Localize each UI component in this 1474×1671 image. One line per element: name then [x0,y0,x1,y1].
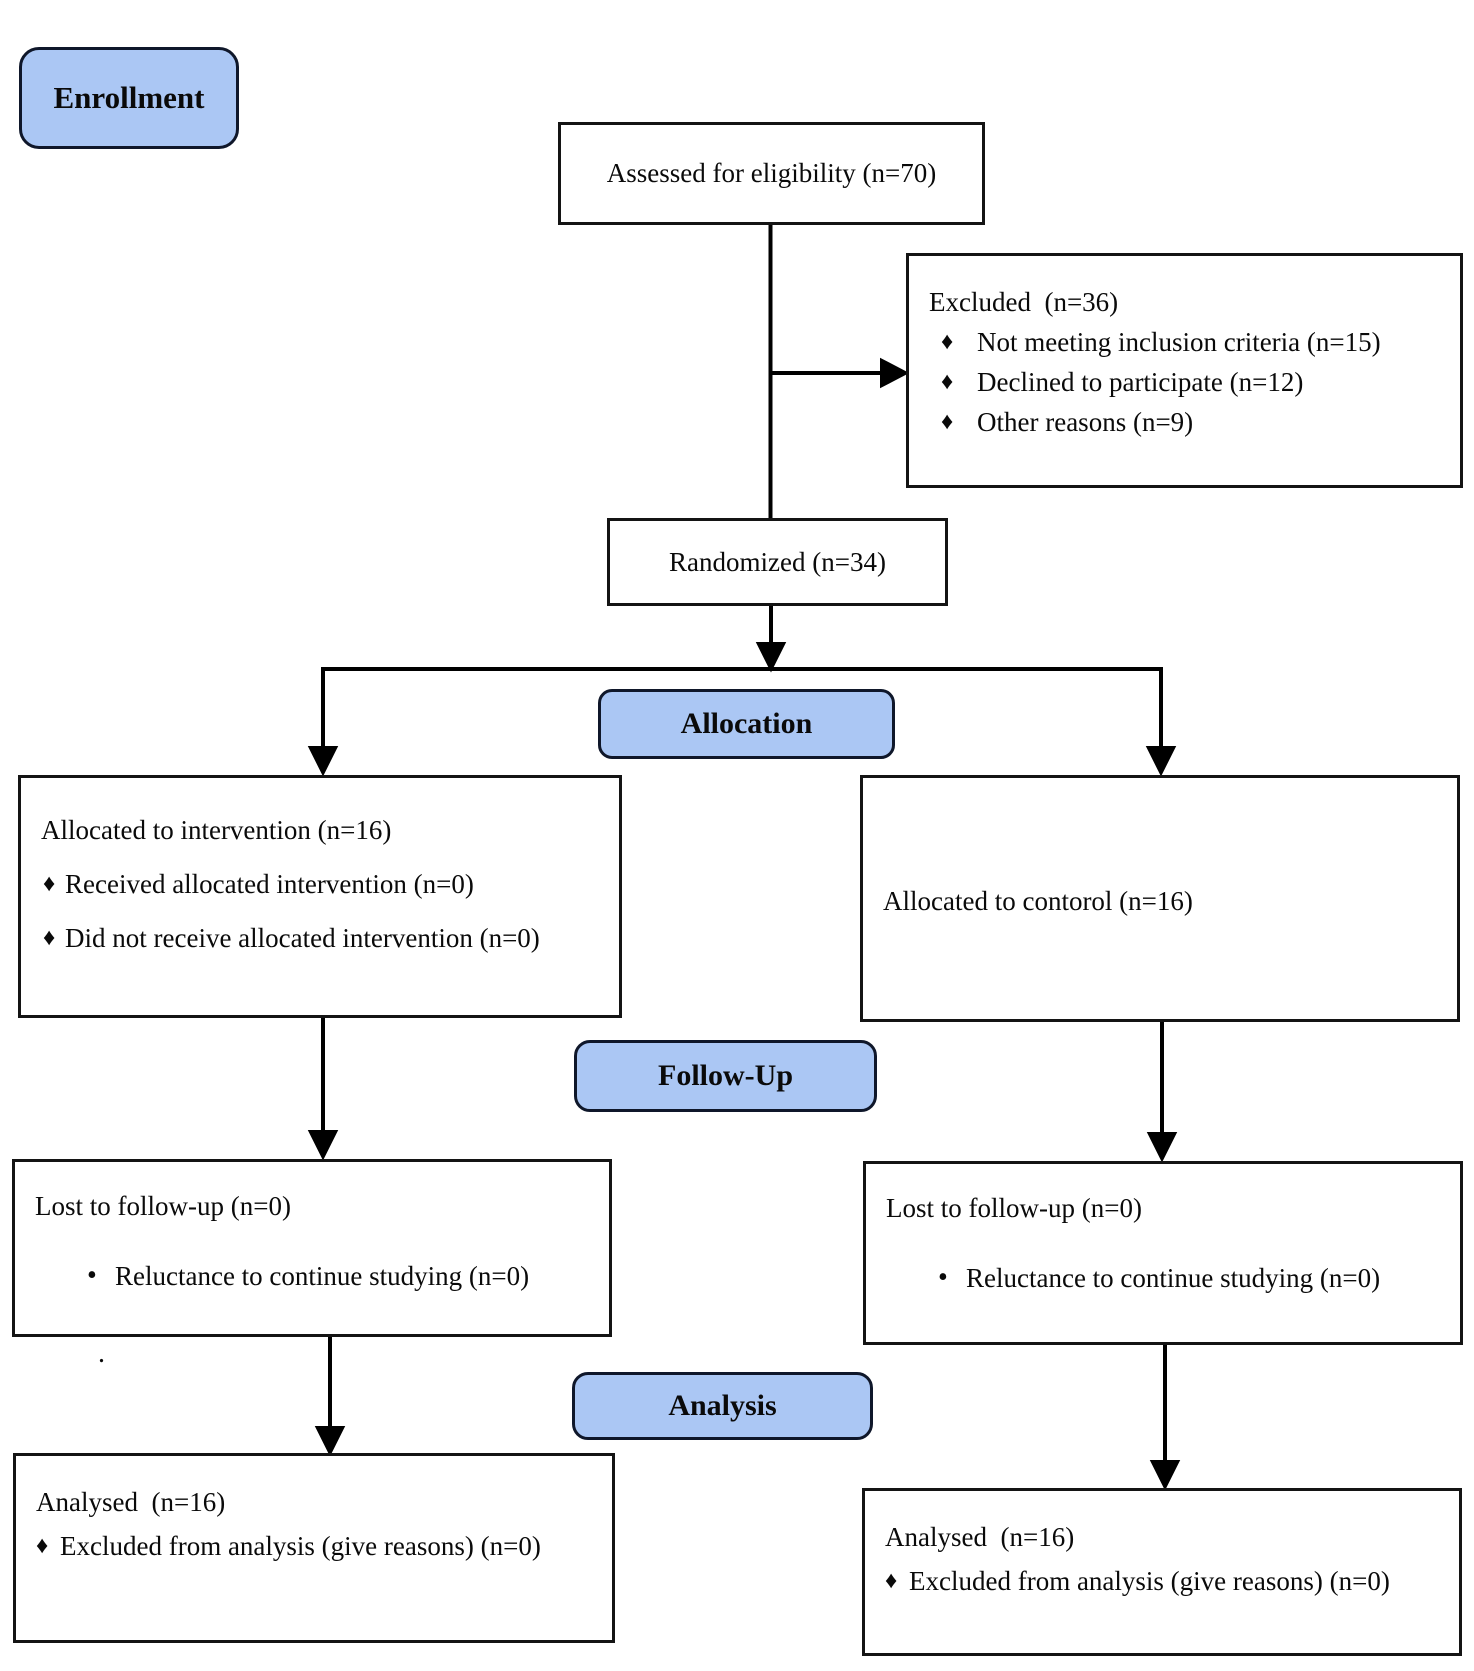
bullet-item: ♦ Excluded from analysis (give reasons) … [36,1526,594,1566]
bullet-item-text: Reluctance to continue studying (n=0) [115,1261,530,1291]
arrowhead-followup-right [1146,1132,1178,1163]
box-allocated-intervention: Allocated to intervention (n=16) ♦ Recei… [18,775,622,1018]
bullet-item-text: Reluctance to continue studying (n=0) [966,1263,1381,1293]
box-analysed-right: Analysed (n=16) ♦ Excluded from analysis… [862,1488,1462,1656]
stage-label-text: Follow-Up [658,1059,793,1092]
bullet-item-text: Did not receive allocated intervention (… [65,923,540,953]
stage-label-text: Allocation [680,707,813,740]
box-lost-followup-left: Lost to follow-up (n=0) • Reluctance to … [12,1159,612,1337]
bullet-item-text: Excluded from analysis (give reasons) (n… [909,1566,1390,1596]
diamond-bullet-icon: ♦ [941,369,954,395]
diamond-bullet-icon: ♦ [941,329,954,355]
arrowhead-followup-left [307,1130,339,1161]
box-assessed-eligibility: Assessed for eligibility (n=70) [558,122,985,225]
bullet-item: ♦ Declined to participate (n=12) [941,362,1442,402]
arrowhead-alloc-right [1145,746,1177,777]
diamond-bullet-icon: ♦ [43,871,56,897]
bullet-item: ♦ Excluded from analysis (give reasons) … [885,1561,1441,1601]
diamond-bullet-icon: ♦ [43,925,56,951]
box-title: Assessed for eligibility (n=70) [606,158,937,188]
stage-label-enrollment: Enrollment [19,47,239,149]
round-bullet-icon: • [87,1260,97,1291]
stray-dot-artifact: . [98,1338,105,1369]
box-randomized: Randomized (n=34) [607,518,948,606]
box-title: Lost to follow-up (n=0) [35,1191,291,1221]
arrowhead-excluded [880,357,910,389]
bullet-item-text: Not meeting inclusion criteria (n=15) [977,327,1381,357]
bullet-item-text: Declined to participate (n=12) [977,367,1304,397]
box-title: Lost to follow-up (n=0) [886,1193,1142,1223]
round-bullet-icon: • [938,1262,948,1293]
bullet-item: • Reluctance to continue studying (n=0) [87,1256,591,1296]
bullet-item: ♦ Not meeting inclusion criteria (n=15) [941,322,1442,362]
box-lost-followup-right: Lost to follow-up (n=0) • Reluctance to … [863,1161,1463,1345]
bullet-item-text: Received allocated intervention (n=0) [65,869,474,899]
stage-label-analysis: Analysis [572,1372,873,1440]
bullet-item: ♦ Other reasons (n=9) [941,402,1442,442]
diamond-bullet-icon: ♦ [885,1568,898,1594]
bullet-item: • Reluctance to continue studying (n=0) [938,1258,1442,1298]
bullet-item-text: Excluded from analysis (give reasons) (n… [60,1531,541,1561]
box-title: Excluded (n=36) [929,287,1119,317]
box-analysed-left: Analysed (n=16) ♦ Excluded from analysis… [13,1453,615,1643]
stage-label-allocation: Allocation [598,689,895,759]
box-excluded: Excluded (n=36) ♦ Not meeting inclusion … [906,253,1463,488]
arrowhead-analysed-left [314,1426,346,1457]
arrowhead-analysed-right [1149,1460,1181,1491]
box-allocated-control: Allocated to contorol (n=16) [860,775,1460,1022]
arrowhead-split [755,642,787,673]
bullet-item-text: Other reasons (n=9) [977,407,1194,437]
arrowhead-alloc-left [307,746,339,777]
diamond-bullet-icon: ♦ [941,409,954,435]
box-title: Randomized (n=34) [669,546,886,577]
bullet-item: ♦ Received allocated intervention (n=0) [43,864,601,904]
bullet-item: ♦ Did not receive allocated intervention… [43,918,601,958]
box-title: Allocated to contorol (n=16) [883,886,1193,916]
stage-label-text: Enrollment [53,80,205,115]
stage-label-text: Analysis [668,1389,777,1422]
diamond-bullet-icon: ♦ [36,1533,49,1559]
box-title: Analysed (n=16) [885,1522,1075,1552]
box-title: Analysed (n=16) [36,1487,226,1517]
box-title: Allocated to intervention (n=16) [41,815,392,845]
stage-label-followup: Follow-Up [574,1040,877,1112]
